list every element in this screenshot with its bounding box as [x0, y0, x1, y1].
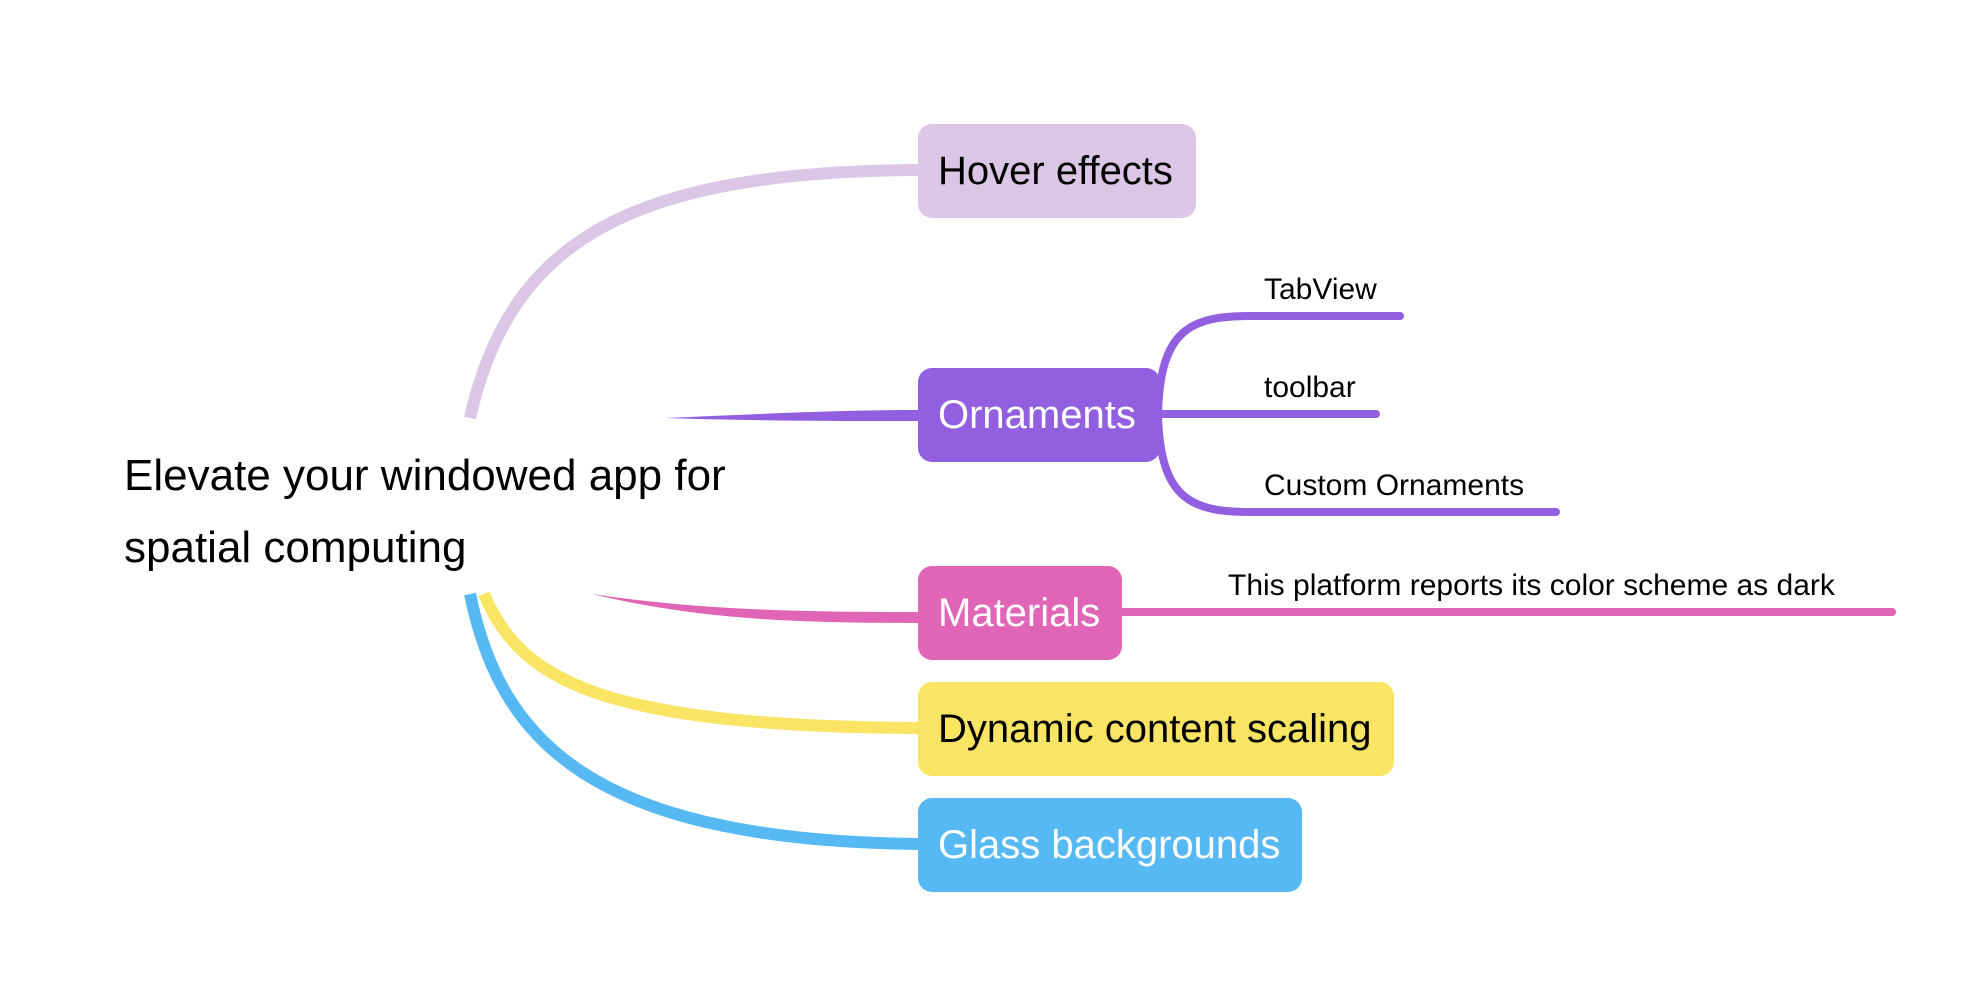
branch-ornaments-label: Ornaments [938, 393, 1136, 437]
leaf-tabview[interactable]: TabView [1264, 273, 1377, 306]
connector-custom-ornaments [1154, 410, 1560, 516]
connector-materials [592, 594, 918, 623]
connector-glass-backgrounds [464, 592, 919, 850]
leaf-toolbar[interactable]: toolbar [1264, 371, 1356, 404]
branch-materials-label: Materials [938, 591, 1101, 635]
branch-glass-backgrounds-label: Glass backgrounds [938, 823, 1281, 867]
branch-dynamic-content-scaling-label: Dynamic content scaling [938, 707, 1372, 751]
branch-hover-effects[interactable]: Hover effects [918, 124, 1196, 218]
branch-hover-effects-label: Hover effects [938, 149, 1173, 193]
connector-dynamic-content-scaling [478, 591, 919, 734]
central-topic[interactable]: Elevate your windowed app for spatial co… [124, 440, 824, 584]
connector-tabview [1154, 312, 1404, 418]
central-topic-line-2: spatial computing [124, 523, 467, 572]
branch-ornaments[interactable]: Ornaments [918, 368, 1160, 462]
connector-ornaments [664, 410, 918, 421]
connector-hover-effects [464, 164, 919, 420]
central-topic-line-1: Elevate your windowed app for [124, 451, 726, 500]
branch-materials[interactable]: Materials [918, 566, 1122, 660]
leaf-custom-ornaments[interactable]: Custom Ornaments [1264, 469, 1525, 502]
branch-glass-backgrounds[interactable]: Glass backgrounds [918, 798, 1302, 892]
leaf-color-scheme-note[interactable]: This platform reports its color scheme a… [1228, 569, 1835, 602]
branch-dynamic-content-scaling[interactable]: Dynamic content scaling [918, 682, 1394, 776]
